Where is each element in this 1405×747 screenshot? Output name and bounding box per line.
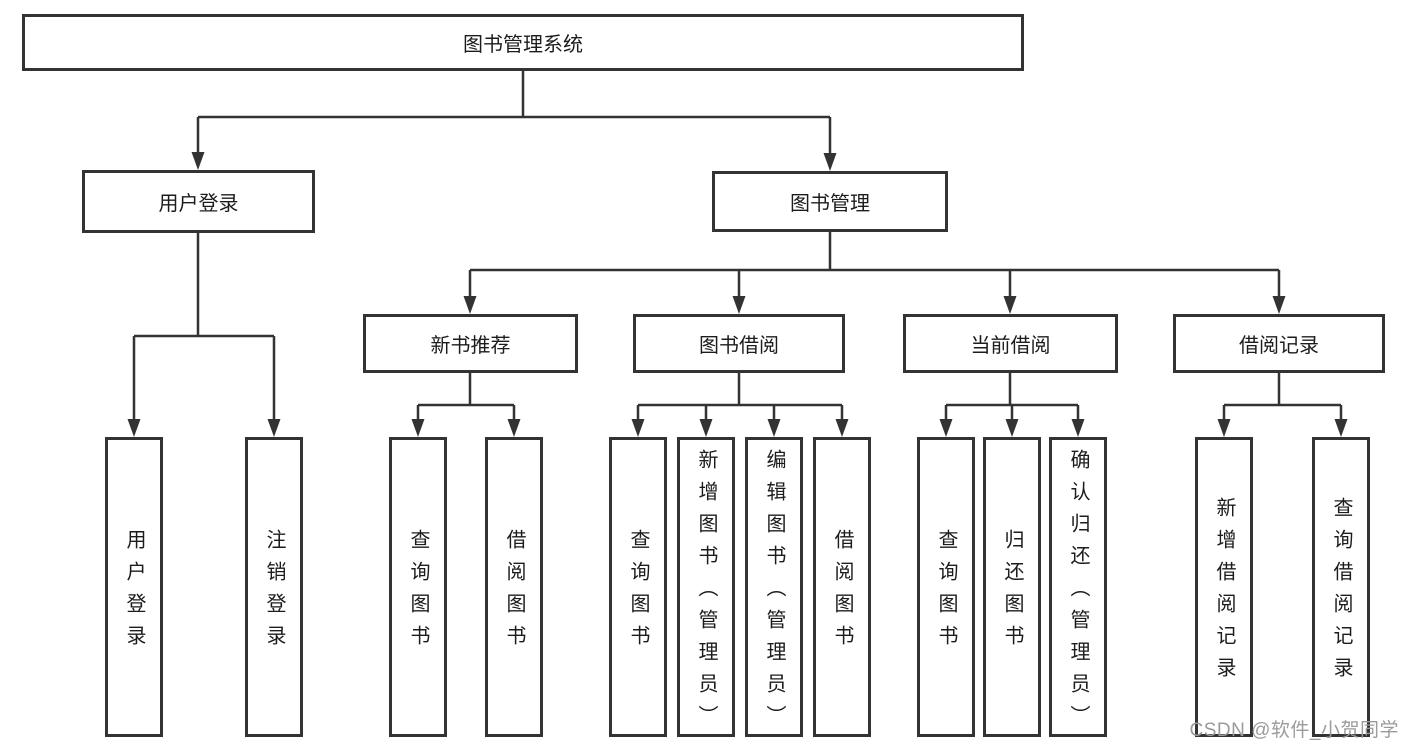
arrowhead (823, 153, 837, 171)
leaf-add-book-admin: 新增图书（管理员） (677, 437, 735, 737)
arrowhead (699, 419, 713, 437)
node-user-login: 用户登录 (82, 170, 315, 233)
arrowhead (191, 152, 205, 170)
leaf-query-books-current: 查询图书 (917, 437, 975, 737)
arrowhead (631, 419, 645, 437)
leaf-borrow-books-recommend: 借阅图书 (485, 437, 543, 737)
leaf-label: 查询图书 (627, 529, 649, 657)
leaf-label: 借阅图书 (503, 529, 525, 657)
arrowhead (1272, 296, 1286, 314)
arrowhead (1003, 296, 1017, 314)
node-book-management: 图书管理 (712, 171, 948, 232)
node-current-borrow: 当前借阅 (903, 314, 1118, 373)
node-label: 图书借阅 (699, 335, 779, 357)
arrowhead (507, 419, 521, 437)
arrowhead (127, 419, 141, 437)
leaf-label: 归还图书 (1001, 529, 1023, 657)
connector-userlogin-to-leaves (132, 233, 276, 419)
node-label: 借阅记录 (1239, 335, 1319, 357)
leaf-query-borrow-record: 查询借阅记录 (1312, 437, 1370, 737)
arrowhead (1334, 419, 1348, 437)
leaf-label: 查询图书 (407, 529, 429, 657)
leaf-query-books-borrow: 查询图书 (609, 437, 667, 737)
node-label: 新书推荐 (430, 335, 511, 357)
leaf-label: 注销登录 (263, 529, 285, 657)
leaf-label: 新增图书（管理员） (695, 449, 717, 737)
leaf-label: 查询图书 (935, 529, 957, 657)
node-borrow-records: 借阅记录 (1173, 314, 1385, 373)
connector-root-to-level2 (196, 71, 832, 153)
arrowhead (939, 419, 953, 437)
arrowhead (463, 296, 477, 314)
arrowhead (411, 419, 425, 437)
leaf-return-books: 归还图书 (983, 437, 1041, 737)
csdn-watermark: CSDN @软件_小贺同学 (1189, 720, 1399, 741)
arrowheads (127, 152, 1348, 437)
leaf-label: 用户登录 (123, 529, 145, 657)
leaf-label: 查询借阅记录 (1330, 497, 1352, 689)
leaf-label: 借阅图书 (831, 529, 853, 657)
leaf-add-borrow-record: 新增借阅记录 (1195, 437, 1253, 737)
leaf-edit-book-admin: 编辑图书（管理员） (745, 437, 803, 737)
leaf-query-books-recommend: 查询图书 (389, 437, 447, 737)
arrowhead (732, 296, 746, 314)
node-root-system: 图书管理系统 (22, 14, 1024, 71)
leaf-borrow-books: 借阅图书 (813, 437, 871, 737)
node-label: 用户登录 (158, 193, 239, 215)
leaf-confirm-return-admin: 确认归还（管理员） (1049, 437, 1107, 737)
node-new-book-recommend: 新书推荐 (363, 314, 578, 373)
node-label: 图书管理系统 (463, 34, 583, 56)
leaf-label: 编辑图书（管理员） (763, 449, 785, 737)
arrowhead (1071, 419, 1085, 437)
arrowhead (835, 419, 849, 437)
arrowhead (267, 419, 281, 437)
leaf-label: 确认归还（管理员） (1067, 449, 1089, 737)
arrowhead (767, 419, 781, 437)
connector-bookmgmt-to-level3 (468, 232, 1281, 296)
node-label: 当前借阅 (970, 335, 1051, 357)
connector-records-to-leaves (1222, 373, 1343, 419)
connector-bookborrow-to-leaves (636, 373, 844, 419)
leaf-logout-login: 注销登录 (245, 437, 303, 737)
node-label: 图书管理 (790, 193, 870, 215)
leaf-user-login: 用户登录 (105, 437, 163, 737)
arrowhead (1005, 419, 1019, 437)
connector-currentborrow-to-leaves (944, 373, 1080, 419)
arrowhead (1217, 419, 1231, 437)
connector-newbook-to-leaves (416, 373, 516, 419)
leaf-label: 新增借阅记录 (1213, 497, 1235, 689)
node-book-borrow: 图书借阅 (633, 314, 845, 373)
